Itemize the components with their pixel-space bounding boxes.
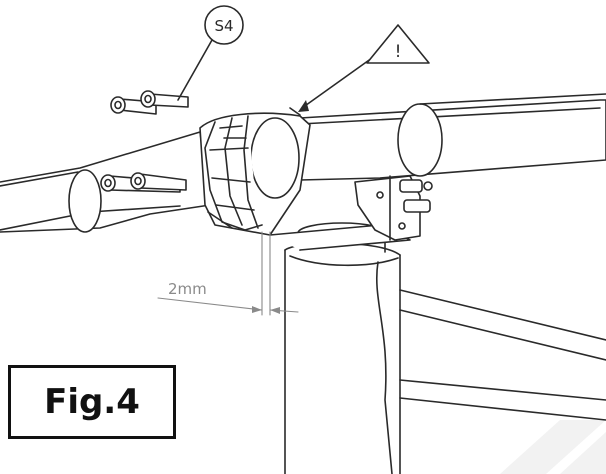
watermark-chevrons [500, 420, 606, 474]
gap-dimension [157, 231, 299, 316]
right-handlebar [299, 93, 606, 181]
warning-leader-line [301, 57, 373, 109]
warning-callout-text: ! [395, 42, 402, 62]
gap-dimension-text: 2mm [168, 280, 207, 298]
s4-leader-line [177, 39, 213, 101]
s4-callout-circle [204, 5, 244, 45]
handlebar-clamp [204, 107, 301, 231]
warning-triangle-icon [366, 24, 430, 64]
figure-label: Fig.4 [8, 365, 176, 439]
s4-callout-text: S4 [214, 17, 233, 35]
warning-arrow-head [298, 100, 309, 112]
lower-bolts [100, 172, 187, 193]
frame-tubes [399, 289, 606, 421]
accessory-mount [354, 175, 433, 241]
s4-bolts [110, 90, 189, 115]
steerer-column [284, 222, 401, 474]
